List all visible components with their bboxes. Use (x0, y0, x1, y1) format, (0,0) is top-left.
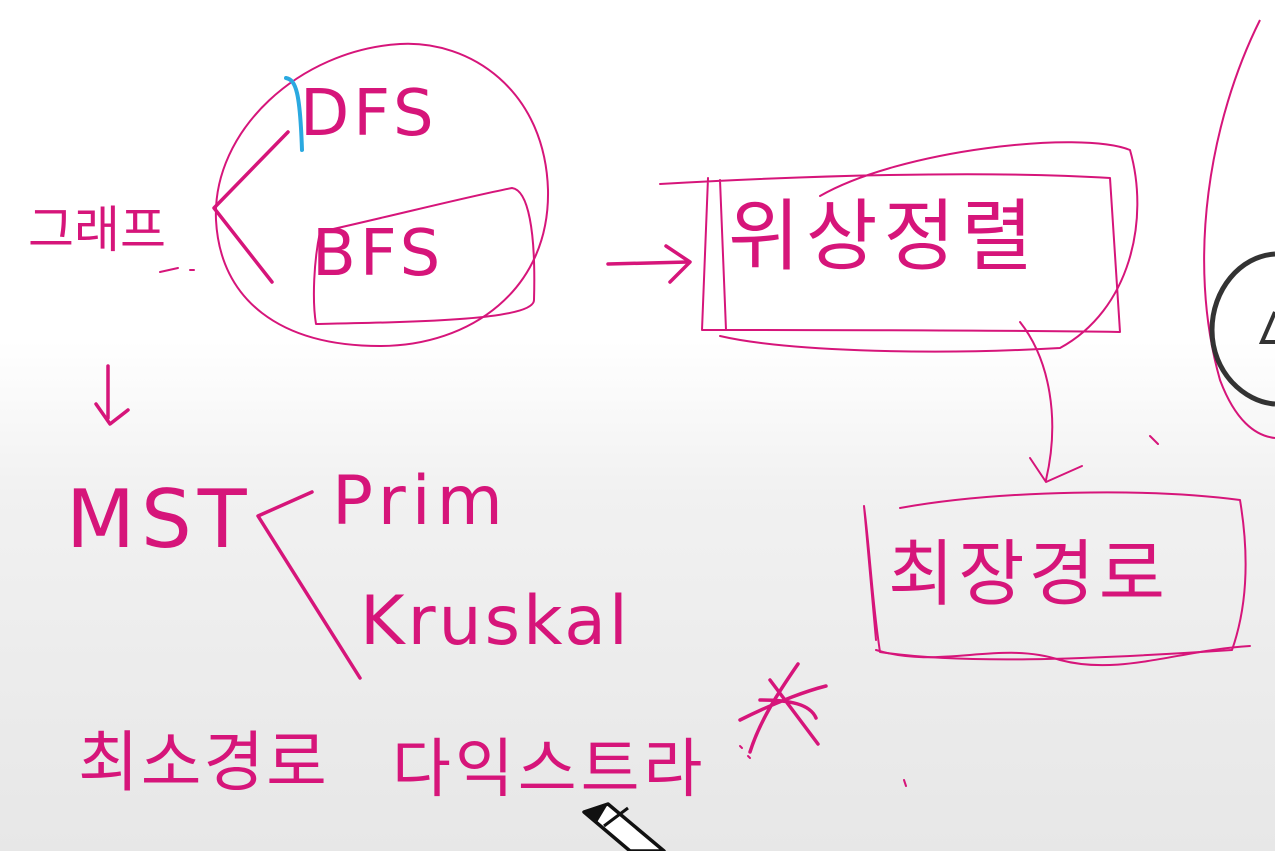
shortest-path-label: 최소경로 (78, 724, 329, 801)
pencil-cursor-icon[interactable] (582, 802, 666, 851)
arrow-topo-to-longest-head (1029, 457, 1083, 483)
longest-path-label: 최장경로 (888, 532, 1169, 616)
arrow-graph-to-mst-head (94, 402, 130, 426)
longest-path-scribble (875, 645, 1251, 667)
mst-bracket (256, 490, 362, 680)
graph-dash (159, 267, 195, 273)
graph-label: 그래프 (28, 201, 166, 259)
star-dots (739, 745, 751, 759)
arrow-bfs-to-topo-head (664, 244, 692, 284)
dfs-bfs-circle (214, 42, 550, 347)
circled-number-icon (1209, 251, 1275, 407)
kruskal-label: Kruskal (360, 582, 631, 661)
bfs-label: BFS (312, 217, 445, 291)
star-mark (738, 662, 828, 754)
graph-bracket (212, 130, 290, 284)
right-edge-loop (1203, 19, 1275, 439)
bfs-box (312, 187, 536, 325)
arrow-bfs-to-topo (606, 260, 690, 266)
arrow-topo-to-longest (1019, 321, 1054, 481)
mst-label: MST (66, 473, 253, 566)
longest-path-box (863, 491, 1247, 661)
topo-sort-outline (719, 141, 1139, 353)
stray-mark-right (903, 435, 1159, 787)
dijkstra-label: 다익스트라 (392, 733, 707, 807)
dfs-label: DFS (300, 77, 438, 151)
prim-label: Prim (332, 462, 509, 541)
topological-sort-label: 위상정렬 (728, 192, 1040, 282)
topo-sort-box (659, 173, 1121, 333)
dfs-accent-mark (284, 76, 304, 152)
